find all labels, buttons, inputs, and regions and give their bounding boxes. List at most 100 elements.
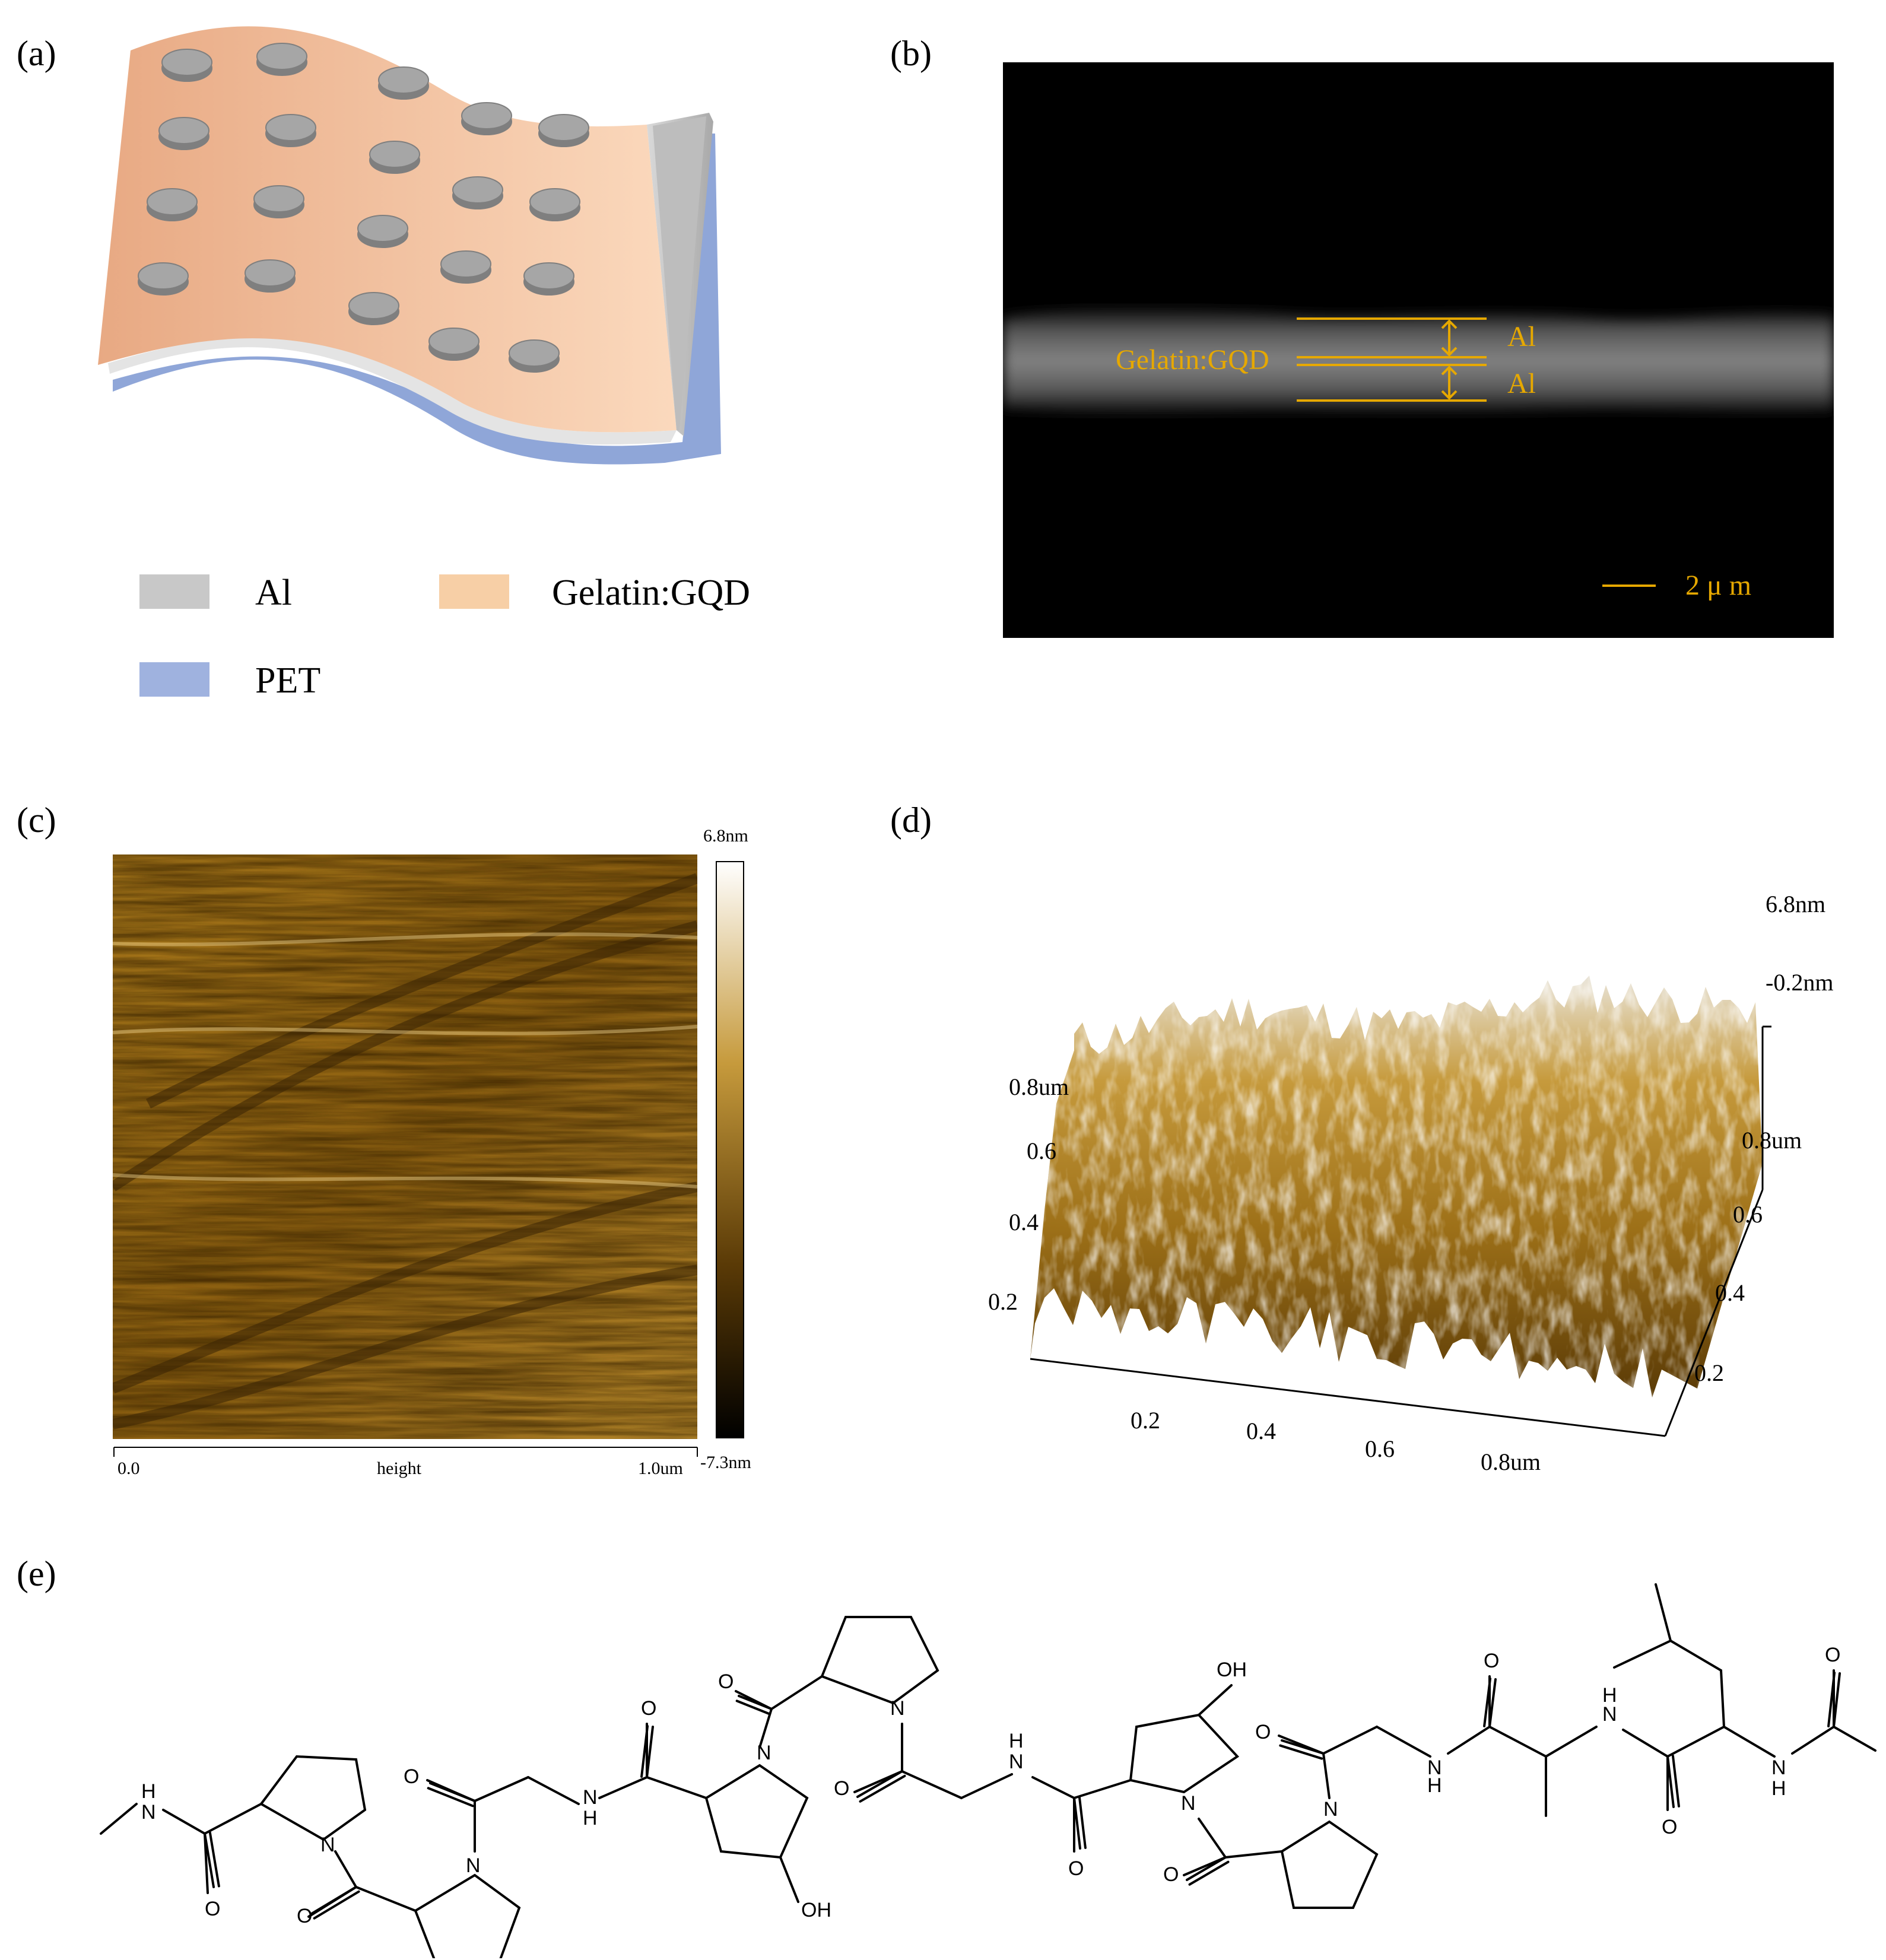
disc-electrode [529, 188, 580, 221]
bottom-axis-label-2: 0.6 [1365, 1435, 1395, 1462]
double-bond [1281, 1739, 1325, 1755]
double-bond [1483, 1677, 1492, 1727]
hydroxyl-label: OH [801, 1899, 831, 1921]
left-axis-label-3: 0.2 [988, 1288, 1018, 1315]
double-bond [1279, 1744, 1323, 1760]
double-bond [1488, 1678, 1497, 1728]
legend-label-gelatin: Gelatin:GQD [552, 573, 751, 613]
double-bond [1073, 1797, 1081, 1850]
nitrogen-label: N [757, 1742, 771, 1764]
bottom-axis-label-3: 0.8um [1481, 1448, 1541, 1475]
afm-colorbar [716, 861, 744, 1438]
oxygen-label: O [834, 1777, 849, 1800]
double-bond [859, 1774, 906, 1803]
panel-c-letter: (c) [17, 800, 56, 840]
disc-electrode [253, 185, 304, 218]
double-bond [313, 1890, 360, 1920]
double-bond [1671, 1754, 1680, 1807]
disc-electrode [461, 102, 512, 135]
oxygen-label: O [404, 1765, 419, 1788]
double-bond [646, 1726, 654, 1778]
z-axis-max-label: 6.8nm [1766, 891, 1826, 917]
legend-swatch-al [139, 574, 209, 609]
nitrogen-label: N [1009, 1751, 1024, 1773]
disc-electrode [378, 66, 429, 100]
sem-scale-label: 2 μ m [1685, 570, 1751, 601]
hydroxyproline-ring-2 [1129, 1713, 1240, 1794]
atom-label: H [141, 1780, 156, 1803]
x-axis-start-label: 0.0 [118, 1459, 140, 1478]
disc-electrode [440, 250, 491, 284]
oxygen-label: O [1662, 1816, 1677, 1838]
nitrogen-label: N [141, 1801, 156, 1824]
double-bond [429, 1782, 476, 1802]
disc-electrode [265, 114, 316, 147]
disc-electrode [357, 215, 408, 248]
sem-label-al-bottom: Al [1507, 368, 1536, 399]
disc-electrode [452, 176, 503, 209]
double-bond [1188, 1860, 1230, 1886]
oxygen-label: O [1163, 1863, 1179, 1886]
double-bond [310, 1886, 357, 1915]
left-axis-label-0: 0.8um [1009, 1073, 1069, 1100]
film-band [1003, 306, 1834, 417]
disc-electrode [161, 49, 212, 82]
oxygen-label: O [1255, 1721, 1271, 1743]
pyrrolidine-ring-4 [1280, 1820, 1379, 1909]
legend-swatch-pet [139, 662, 209, 697]
oxygen-label: O [641, 1697, 656, 1720]
oxygen-label: O [1068, 1857, 1084, 1880]
disc-electrode [256, 43, 307, 76]
bottom-axis-label-0: 0.2 [1131, 1407, 1160, 1434]
disc-electrode-icon [138, 43, 589, 373]
nitrogen-label: N [583, 1786, 598, 1809]
nitrogen-label: N [1602, 1703, 1617, 1726]
double-bond [735, 1699, 771, 1716]
disc-electrode [348, 292, 399, 325]
x-axis-title: height [377, 1459, 421, 1478]
double-bond [738, 1695, 773, 1710]
oxygen-label: O [205, 1898, 220, 1920]
panel-b-letter: (b) [890, 34, 932, 73]
oxygen-label: O [1825, 1644, 1840, 1666]
hydroxyl-label: OH [1217, 1659, 1247, 1681]
nitrogen-label: N [1323, 1798, 1338, 1821]
double-bond [640, 1724, 649, 1778]
legend-label-al: Al [255, 573, 292, 613]
atom-label: H [1427, 1774, 1442, 1797]
double-bond [1666, 1755, 1675, 1808]
nitrogen-label: N [1771, 1756, 1786, 1779]
disc-electrode [158, 117, 209, 150]
device-illustration [98, 26, 721, 465]
afm-2d-height-map [113, 854, 697, 1439]
pyrrolidine-ring-1 [259, 1755, 367, 1841]
nitrogen-label: N [890, 1697, 905, 1720]
atom-label: H [1771, 1777, 1786, 1800]
double-bond [856, 1770, 903, 1798]
atom-label: H [1009, 1730, 1024, 1752]
panel-e-letter: (e) [17, 1554, 56, 1593]
panel-a-letter: (a) [17, 34, 56, 73]
right-axis-label-1: 0.6 [1733, 1201, 1763, 1228]
right-axis-label-3: 0.2 [1694, 1359, 1724, 1386]
oxygen-label: O [297, 1905, 312, 1927]
right-axis-label-2: 0.4 [1715, 1279, 1745, 1306]
pyrrolidine-ring-2 [414, 1873, 521, 1958]
double-bond [1833, 1672, 1841, 1728]
panel-d-letter: (d) [890, 800, 932, 840]
bottom-al-layer [108, 338, 677, 445]
hydroxyproline-ring-1 [704, 1764, 809, 1859]
double-bond [1827, 1672, 1836, 1728]
oxygen-label: O [1484, 1650, 1499, 1672]
nitrogen-label: N [466, 1854, 481, 1877]
disc-electrode [523, 262, 574, 296]
oxygen-label: O [718, 1670, 734, 1693]
z-axis-mid-label: -0.2nm [1766, 969, 1834, 996]
disc-electrode [147, 188, 198, 221]
pet-layer [113, 134, 721, 465]
colorbar-max-label: 6.8nm [703, 826, 748, 846]
atom-label: H [1602, 1684, 1617, 1707]
disc-electrode [245, 259, 296, 293]
pyrrolidine-ring-3 [820, 1616, 939, 1705]
